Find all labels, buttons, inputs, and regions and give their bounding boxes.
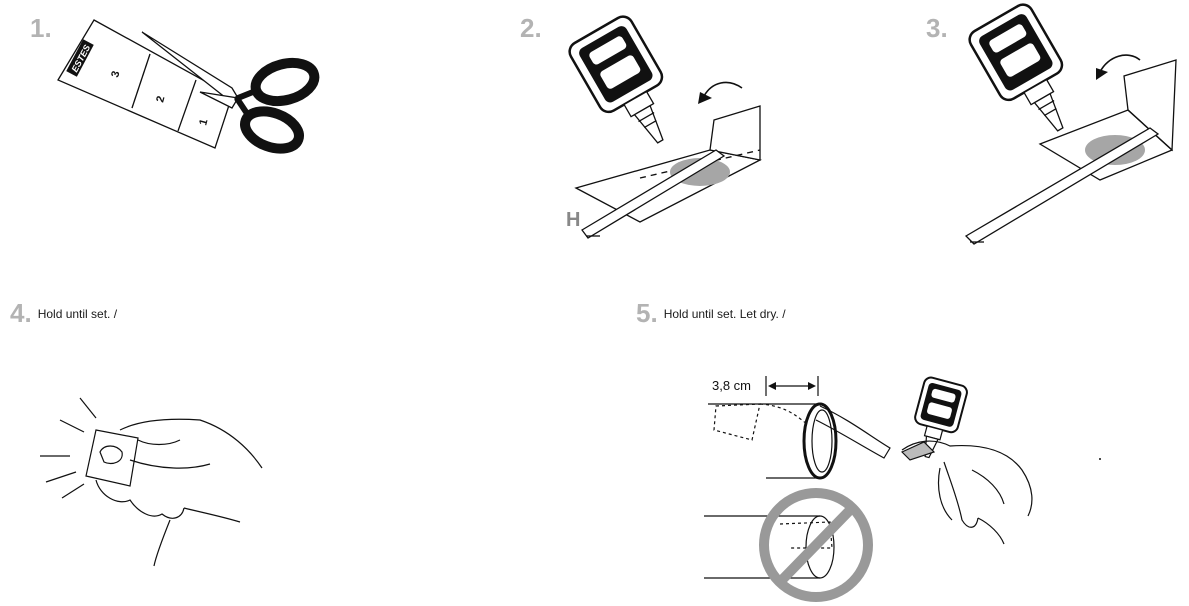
step-3-number: 3. (926, 13, 948, 43)
step-2-illustration: H (566, 15, 762, 239)
curved-arrow-icon (703, 81, 743, 97)
step-5-hand (901, 440, 1033, 517)
step-5-number: 5. (636, 298, 658, 328)
shock-cord (815, 405, 891, 459)
glue-bottle-icon (568, 15, 664, 144)
step-2-number: 2. (520, 13, 542, 43)
step-3-illustration (964, 3, 1177, 245)
template-strip (57, 19, 233, 149)
template-label-3: 3 (109, 70, 122, 79)
step-1-number: 1. (30, 13, 52, 43)
scissors-blade-lower (199, 91, 240, 109)
hand-outline (119, 418, 263, 469)
step-2-marker: H (566, 209, 580, 231)
step-4-number: 4. (10, 298, 32, 328)
step-1-illustration: ESTES 3 2 1 (57, 19, 320, 154)
launch-lug (581, 149, 726, 239)
step-3-curved-arrow-icon (1099, 54, 1141, 73)
prohibited-icon (759, 488, 873, 602)
step-5-caption: 5. Hold until set. Let dry. / (636, 298, 786, 329)
template-label-1: 1 (197, 118, 210, 127)
template-label-2: 2 (154, 95, 167, 104)
step-4-illustration (40, 397, 263, 567)
step-4-caption-text: Hold until set. / (37, 307, 118, 321)
step-3-launch-lug (964, 127, 1160, 245)
step-3-glue-bottle-icon (968, 3, 1064, 132)
scissors-handle-bottom (240, 106, 304, 154)
tube-end-ring (802, 402, 838, 480)
scissors-handle-top (250, 57, 320, 107)
step-5-caption-text: Hold until set. Let dry. / (663, 307, 786, 321)
step-4-caption: 4. Hold until set. / (10, 298, 117, 329)
measurement-label: 3,8 cm (712, 378, 751, 393)
step-5-glue-bottle-icon (914, 376, 968, 459)
step-5-illustration: 3,8 cm (704, 376, 1033, 602)
